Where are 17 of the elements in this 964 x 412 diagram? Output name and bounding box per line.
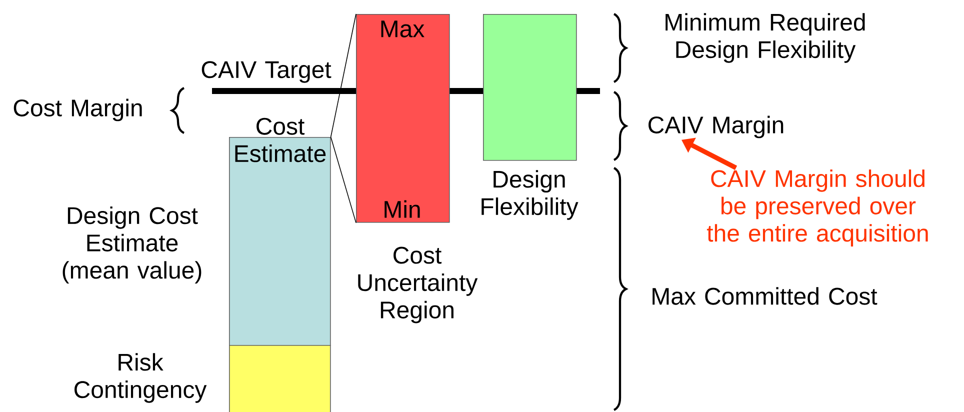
design-flexibility-bar: [483, 14, 577, 161]
connector-line: [330, 14, 356, 138]
connector-line: [330, 136, 356, 224]
brace-label: Cost Margin: [14, 98, 142, 122]
bar-caption: Cost Uncertainty Region: [358, 246, 478, 324]
brace-label: Max Committed Cost: [652, 287, 878, 305]
brace-label: CAIV Margin: [648, 116, 784, 138]
bar-caption: Risk Contingency: [74, 353, 207, 403]
node-label: Cost: [256, 118, 305, 135]
cost-estimate-bar: Cost Estimate: [229, 118, 331, 346]
target-label: CAIV Target: [202, 61, 332, 83]
bar-caption: Design Cost Estimate (mean value): [62, 206, 202, 284]
note-text: CAIV Margin should be preserved over the entire acquisition: [706, 169, 928, 247]
risk-contingency-bar: [229, 345, 331, 412]
bar-caption: Design Flexibility: [482, 170, 578, 220]
brace-label: Minimum Required Design Flexibility: [666, 13, 865, 63]
cost-uncertainty-bar: Max Min: [356, 14, 450, 223]
